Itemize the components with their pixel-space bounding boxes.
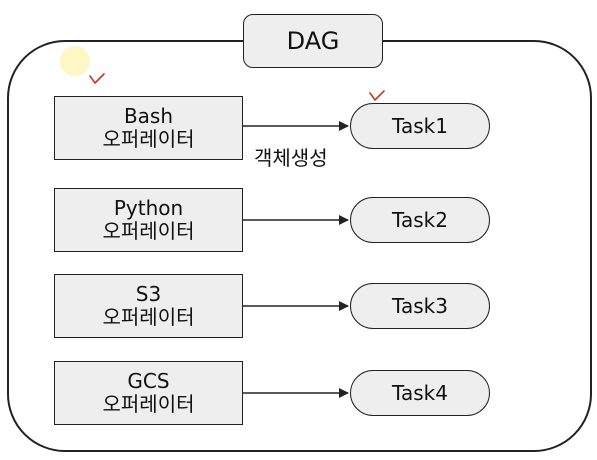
operator-suffix: 오퍼레이터 xyxy=(102,305,195,329)
edge-label-create-object: 객체생성 xyxy=(254,146,328,170)
task-label: Task4 xyxy=(392,381,448,405)
operator-suffix: 오퍼레이터 xyxy=(102,127,195,151)
task-box-3: Task3 xyxy=(350,283,490,329)
operator-name: Python xyxy=(113,196,184,220)
operator-suffix: 오퍼레이터 xyxy=(102,392,195,416)
cursor-highlight xyxy=(60,46,90,76)
operator-name: Bash xyxy=(123,104,174,128)
dag-title: DAG xyxy=(243,14,383,68)
dag-title-label: DAG xyxy=(286,27,340,55)
operator-suffix: 오퍼레이터 xyxy=(102,219,195,243)
task-label: Task2 xyxy=(392,208,448,232)
operator-name: S3 xyxy=(135,282,162,306)
operator-box-python: Python 오퍼레이터 xyxy=(54,188,243,252)
operator-name: GCS xyxy=(127,369,170,393)
task-label: Task1 xyxy=(392,114,448,138)
task-label: Task3 xyxy=(392,294,448,318)
task-box-1: Task1 xyxy=(350,103,490,149)
task-box-4: Task4 xyxy=(350,370,490,416)
operator-box-gcs: GCS 오퍼레이터 xyxy=(54,361,243,425)
operator-box-bash: Bash 오퍼레이터 xyxy=(54,96,243,160)
operator-box-s3: S3 오퍼레이터 xyxy=(54,274,243,338)
task-box-2: Task2 xyxy=(350,197,490,243)
check-mark-icon xyxy=(89,73,105,84)
check-mark-icon xyxy=(369,90,385,101)
